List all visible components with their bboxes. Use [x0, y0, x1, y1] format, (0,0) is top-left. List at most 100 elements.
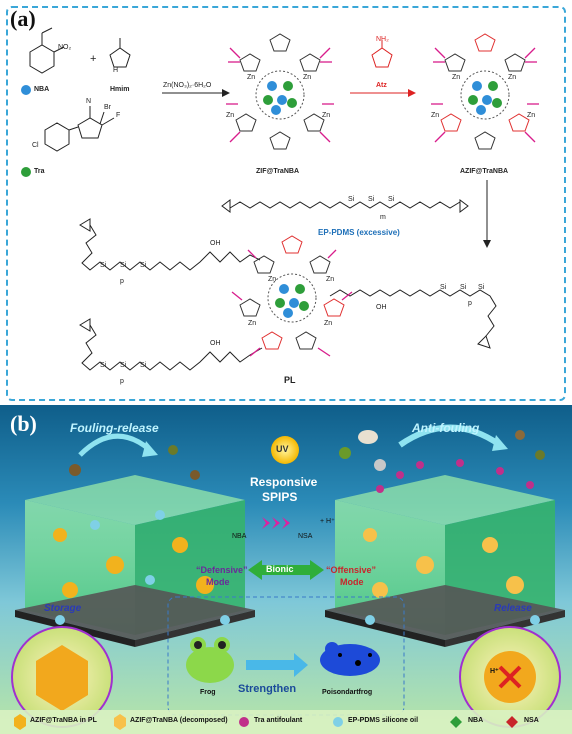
offensive-label: “Offensive” [326, 565, 377, 575]
tra-label: Tra [34, 168, 45, 175]
panel-a: (a) + [6, 6, 566, 401]
azif-cluster [431, 33, 539, 150]
nba-label: NBA [34, 86, 50, 93]
tra-cn-label: N [86, 98, 92, 105]
poison-frog-label: Poisondartfrog [322, 689, 373, 696]
release-label: Release [494, 603, 532, 614]
responsive-label: Responsive [250, 475, 318, 489]
strengthen-label: Strengthen [238, 683, 297, 695]
tra-bullet [21, 167, 31, 177]
nsa-small-label: NSA [298, 533, 313, 540]
storage-label: Storage [44, 603, 82, 614]
foulant-organisms [69, 430, 545, 480]
hplus-badge-label: H⁺ [490, 668, 499, 675]
zn-label: Zn [322, 112, 331, 119]
tra-br-label: Br [104, 104, 111, 111]
defensive-label: “Defensive” [196, 565, 248, 575]
si-label: Si [478, 284, 485, 291]
legend-label-azif-pl: AZIF@TraNBA in PL [30, 717, 97, 724]
oh-label: OH [376, 304, 387, 311]
zn-label: Zn [247, 74, 256, 81]
panel-a-label: (a) [10, 6, 36, 31]
zn-label: Zn [431, 112, 440, 119]
poison-frog [320, 642, 380, 676]
strengthen-arrow [246, 653, 308, 677]
panel-b: (b) Fouling-release Anti-fouling UV Resp… [0, 405, 572, 734]
bionic-arrow [248, 560, 324, 580]
pl-right-chain [329, 289, 497, 349]
si-label: Si [140, 262, 147, 269]
panel-a-frame [6, 6, 566, 401]
zn-label: Zn [527, 112, 536, 119]
legend-label-nba: NBA [468, 717, 484, 724]
si-label: Si [440, 284, 447, 291]
zn-label: Zn [324, 320, 333, 327]
green-frog [186, 637, 234, 683]
m-label: m [380, 214, 386, 221]
panel-b-label: (b) [10, 411, 37, 436]
si-label: Si [348, 196, 355, 203]
legend-label-tra: Tra antifoulant [254, 717, 303, 724]
nba-small-label: NBA [232, 533, 247, 540]
bionic-label: Bionic [266, 564, 294, 574]
oh-label: OH [210, 240, 221, 247]
hmim-nh: H [113, 67, 119, 74]
zn-label: Zn [248, 320, 257, 327]
nba-structure [29, 27, 65, 74]
zn-label: Zn [508, 74, 517, 81]
hmim-structure [109, 38, 131, 68]
oh-label: OH [210, 340, 221, 347]
hmim-label: Hmim [110, 86, 130, 93]
azif-label: AZIF@TraNBA [460, 168, 509, 175]
uv-label: UV [276, 444, 289, 454]
si-label: Si [120, 262, 127, 269]
pl-left-chains [79, 218, 263, 371]
uv-sun [271, 436, 299, 464]
legend-label-azif-decomposed: AZIF@TraNBA (decomposed) [130, 717, 228, 724]
zn-label: Zn [268, 276, 277, 283]
tra-f-label: F [116, 112, 121, 119]
tra-cl-label: Cl [32, 142, 39, 149]
si-label: Si [100, 262, 107, 269]
si-label: Si [120, 362, 127, 369]
no2-label: NO₂ [58, 44, 72, 51]
atz-structure [371, 40, 393, 68]
zn-label: Zn [452, 74, 461, 81]
si-label: Si [100, 362, 107, 369]
panel-b-illustration [0, 424, 572, 734]
p-label: p [468, 300, 472, 307]
zn-label: Zn [326, 276, 335, 283]
p-label: p [120, 278, 124, 285]
zif-label: ZIF@TraNBA [256, 168, 299, 175]
right-coating-block [325, 459, 565, 647]
ep-pdms-label: EP-PDMS (excessive) [318, 228, 400, 237]
si-label: Si [388, 196, 395, 203]
left-coating-block [15, 475, 255, 647]
si-label: Si [368, 196, 375, 203]
legend-strip [0, 710, 572, 734]
zn-label: Zn [303, 74, 312, 81]
legend-swatches [14, 714, 518, 730]
p-label: p [120, 378, 124, 385]
synthesis-scheme: + [21, 27, 539, 371]
pl-label: PL [284, 375, 296, 385]
fouling-release-label: Fouling-release [70, 421, 159, 435]
si-label: Si [460, 284, 467, 291]
h-plus-label: + H⁺ [320, 518, 335, 525]
pl-cluster [231, 235, 353, 357]
ep-pdms-chain [221, 199, 469, 213]
spips-label: SPIPS [262, 490, 298, 504]
atz-label: Atz [376, 82, 387, 89]
nba-bullet [21, 85, 31, 95]
legend-label-nsa: NSA [524, 717, 539, 724]
anti-fouling-label: Anti-fouling [412, 421, 480, 435]
si-label: Si [140, 362, 147, 369]
frog-label: Frog [200, 689, 216, 696]
zif-cluster [226, 33, 334, 150]
conversion-chevrons [262, 517, 290, 529]
tra-structure [44, 106, 115, 152]
zn-salt-label: Zn(NO₃)₂·6H₂O [163, 82, 212, 89]
atz-nh2-label: NH₂ [376, 36, 389, 43]
svg-text:+: + [90, 53, 96, 65]
offensive-mode-label: Mode [340, 577, 364, 587]
